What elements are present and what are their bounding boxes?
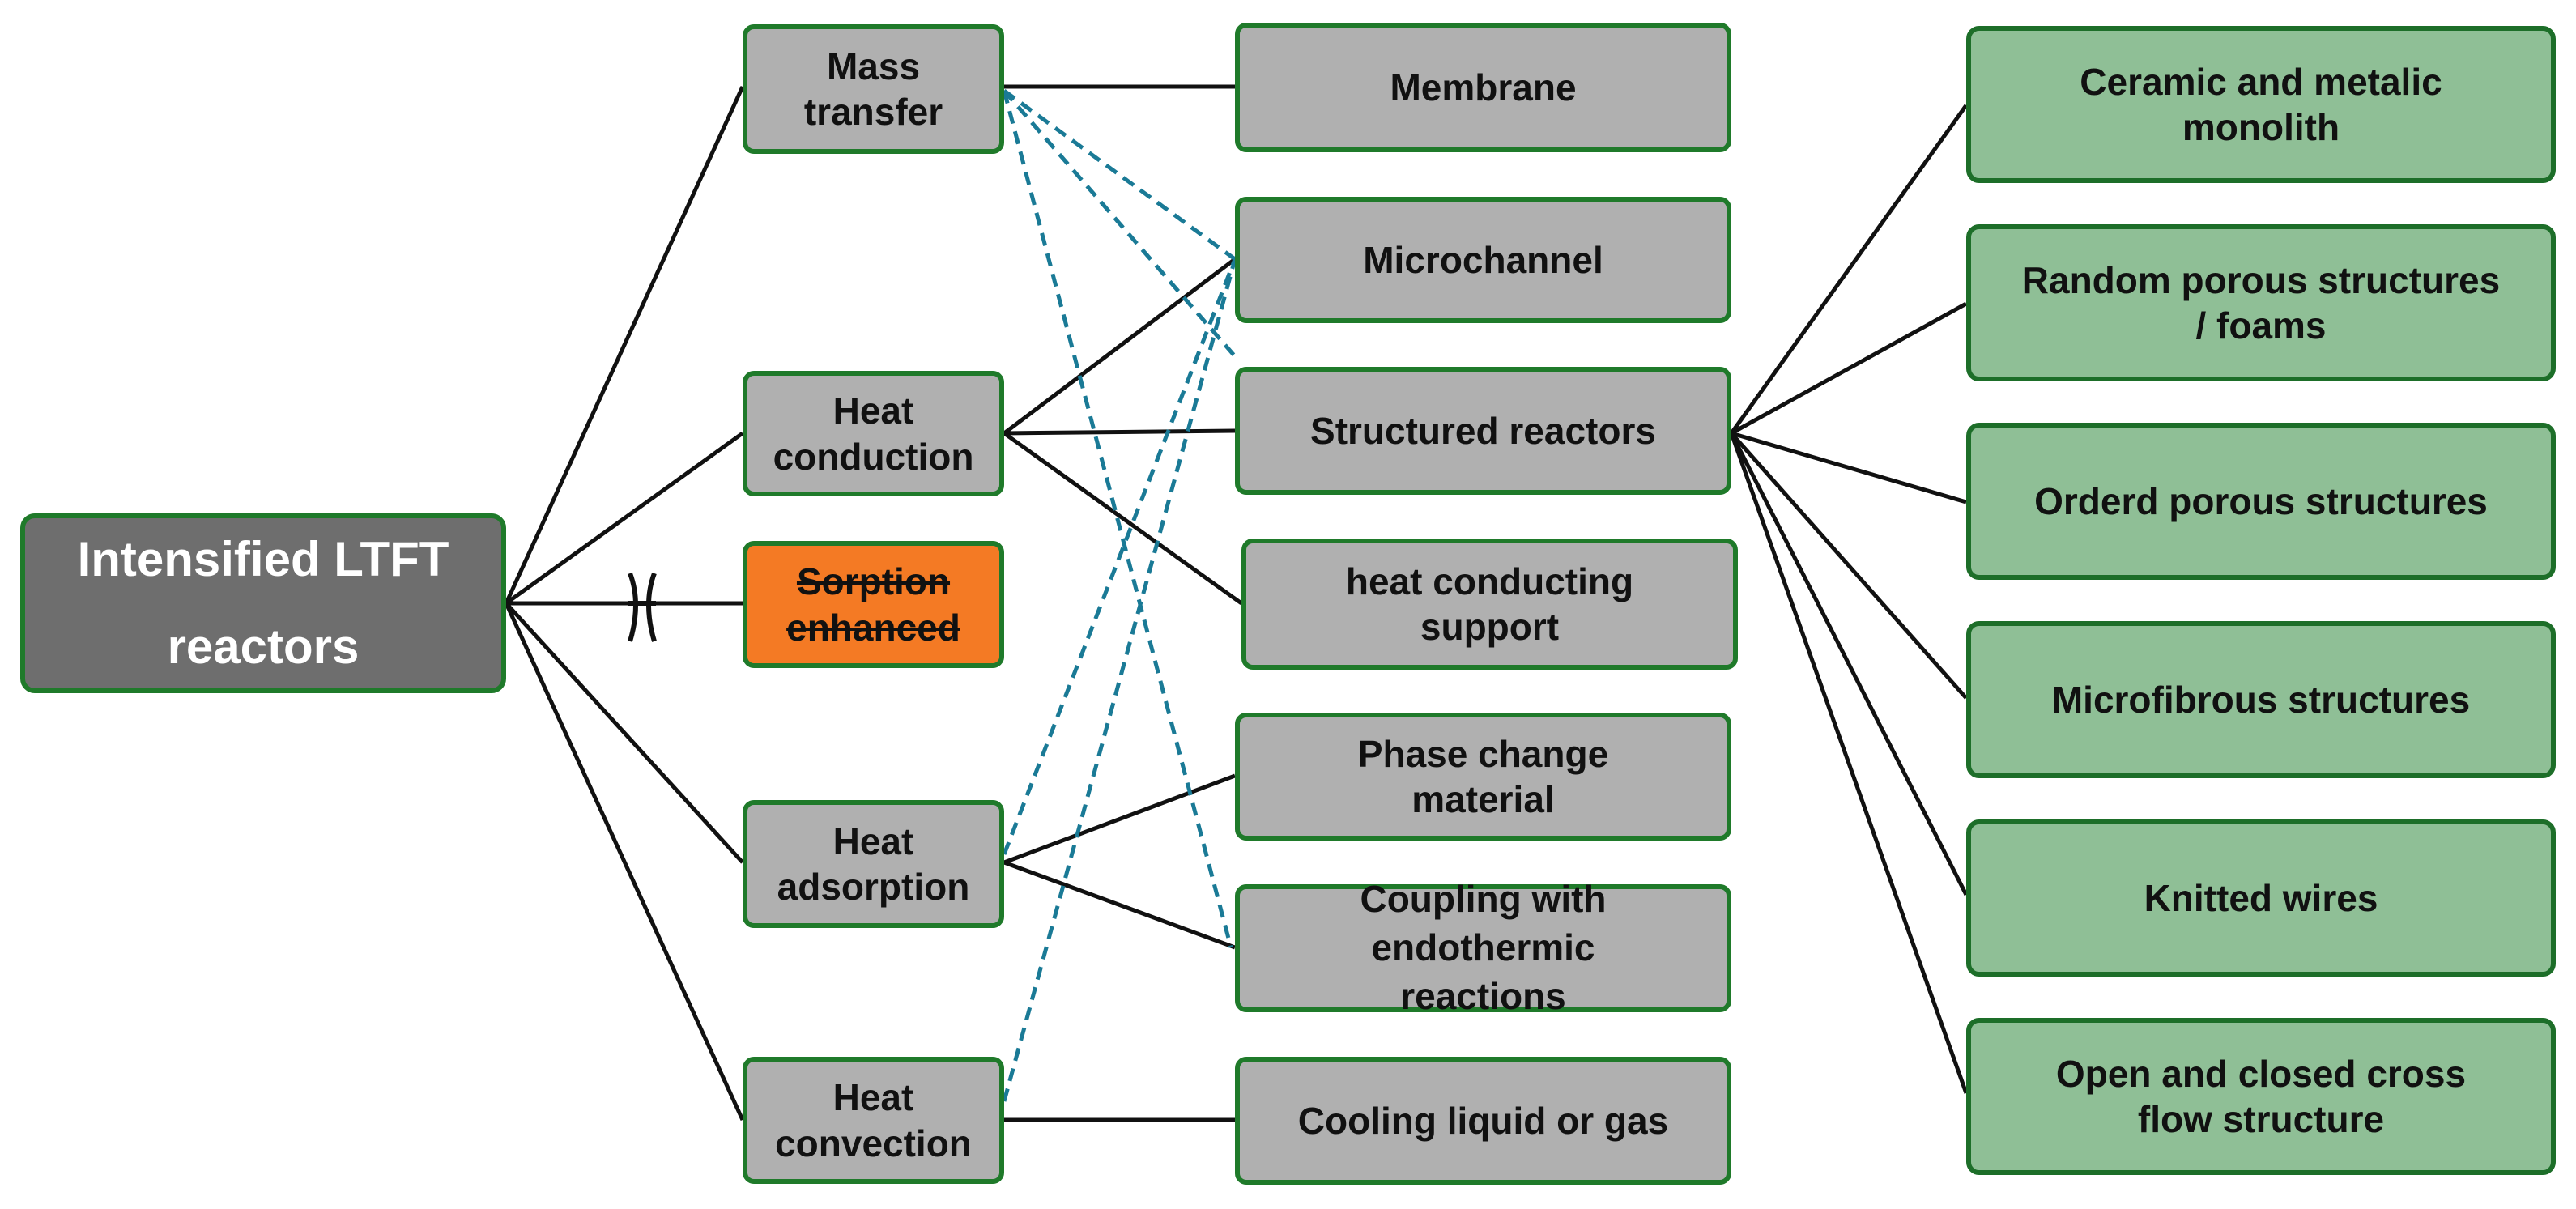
link-root-heat-convection [504,602,745,1122]
structure-ceramic-metalic-monolith: Ceramic and metalic monolith [1966,26,2556,183]
root-node: Intensified LTFT reactors [20,513,506,693]
link-conduction-structured [1003,428,1236,436]
link-structured-knitted [1729,432,1969,896]
method-phase-change-material: Phase change material [1235,713,1731,841]
link-structured-foams [1730,301,1968,436]
category-heat-convection: Heat convection [743,1057,1004,1184]
link-conduction-microchannel [1003,258,1237,435]
link-adsorption-pcm [1003,773,1236,865]
link-structured-ordered [1731,431,1967,504]
method-label: Phase change material [1357,732,1609,820]
category-mass-transfer: Mass transfer [743,24,1004,154]
structure-orderd-porous: Orderd porous structures [1966,423,2556,580]
method-label: Membrane [1390,66,1577,109]
excluded-x-icon [628,572,657,642]
dash-adsorption-microchannel [1002,258,1237,855]
link-root-mass-transfer [504,85,745,605]
method-membrane: Membrane [1235,23,1731,152]
category-label: Heat conduction [773,390,974,478]
dashed-links [1002,88,1237,1102]
link-root-heat-conduction [505,431,744,606]
method-label: heat conducting support [1345,560,1634,648]
structure-links [1729,104,1969,1094]
structure-random-porous-foams: Random porous structures / foams [1966,224,2556,381]
dash-convection-microchannel [1002,258,1237,1102]
method-heat-conducting-support: heat conducting support [1241,539,1738,670]
link-structured-monolith [1729,104,1969,435]
method-label: Microchannel [1363,238,1603,281]
category-sorption-enhanced: Sorption enhanced [743,541,1004,668]
structure-label: Open and closed cross flow structure [2055,1052,2467,1140]
root-links [504,85,745,1122]
category-label: Mass transfer [803,45,943,133]
structure-label: Random porous structures / foams [2021,258,2501,347]
dash-mass-microchannel [1003,88,1237,262]
structure-microfibrous: Microfibrous structures [1966,621,2556,778]
link-adsorption-coupling [1003,860,1236,950]
dash-mass-structured [1003,89,1237,358]
structure-label: Microfibrous structures [2051,678,2471,721]
category-heat-conduction: Heat conduction [743,371,1004,496]
structure-label: Ceramic and metalic monolith [2080,60,2442,148]
category-label: Sorption enhanced [786,560,960,649]
category-heat-adsorption: Heat adsorption [743,800,1004,928]
method-structured-reactors: Structured reactors [1235,367,1731,495]
method-label: Coupling with endothermic reactions [1360,878,1607,1017]
root-label: Intensified LTFT reactors [77,532,449,674]
structure-open-closed-cross-flow: Open and closed cross flow structure [1966,1018,2556,1175]
link-structured-microfibrous [1730,432,1968,700]
method-cooling-liquid-gas: Cooling liquid or gas [1235,1057,1731,1185]
structure-knitted-wires: Knitted wires [1966,819,2556,977]
method-links [1003,84,1243,1122]
method-microchannel: Microchannel [1235,197,1731,323]
method-label: Cooling liquid or gas [1297,1099,1669,1142]
dash-mass-coupling [1002,90,1233,948]
link-conduction-support [1003,431,1243,606]
link-root-heat-adsorption [505,602,744,864]
structure-label: Orderd porous structures [2034,479,2488,522]
method-label: Structured reactors [1310,409,1656,452]
structure-label: Knitted wires [2144,876,2378,919]
category-label: Heat adsorption [777,819,970,908]
method-coupling-endothermic: Coupling with endothermic reactions [1235,878,1731,1017]
link-structured-crossflow [1729,432,1969,1094]
category-label: Heat convection [775,1076,972,1164]
